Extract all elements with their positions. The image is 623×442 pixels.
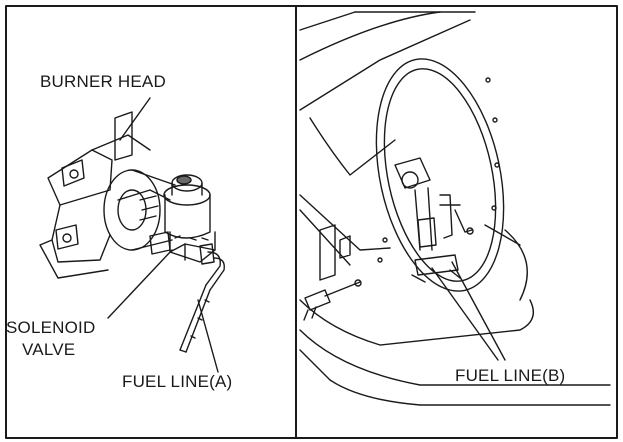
fuel-line-b-leader-1 bbox=[431, 267, 499, 361]
burner-head-leader bbox=[119, 97, 151, 141]
solenoid-valve-label: SOLENOID bbox=[6, 318, 96, 337]
solenoid-valve-illustration bbox=[149, 174, 216, 265]
fuel-line-b-label: FUEL LINE(B) bbox=[455, 366, 566, 385]
burner-head-label: BURNER HEAD bbox=[40, 72, 166, 91]
right-panel-frame bbox=[295, 5, 618, 439]
fuel-line-a-leader bbox=[197, 299, 219, 373]
fuel-line-a-tube bbox=[179, 251, 225, 353]
solenoid-valve-label-line2: VALVE bbox=[22, 340, 76, 359]
heater-housing-illustration bbox=[299, 11, 611, 406]
burner-head-illustration bbox=[39, 111, 176, 279]
solenoid-valve-leader bbox=[107, 249, 173, 319]
fuel-line-b-leader-2 bbox=[451, 261, 506, 361]
fuel-line-a-label: FUEL LINE(A) bbox=[122, 372, 233, 391]
